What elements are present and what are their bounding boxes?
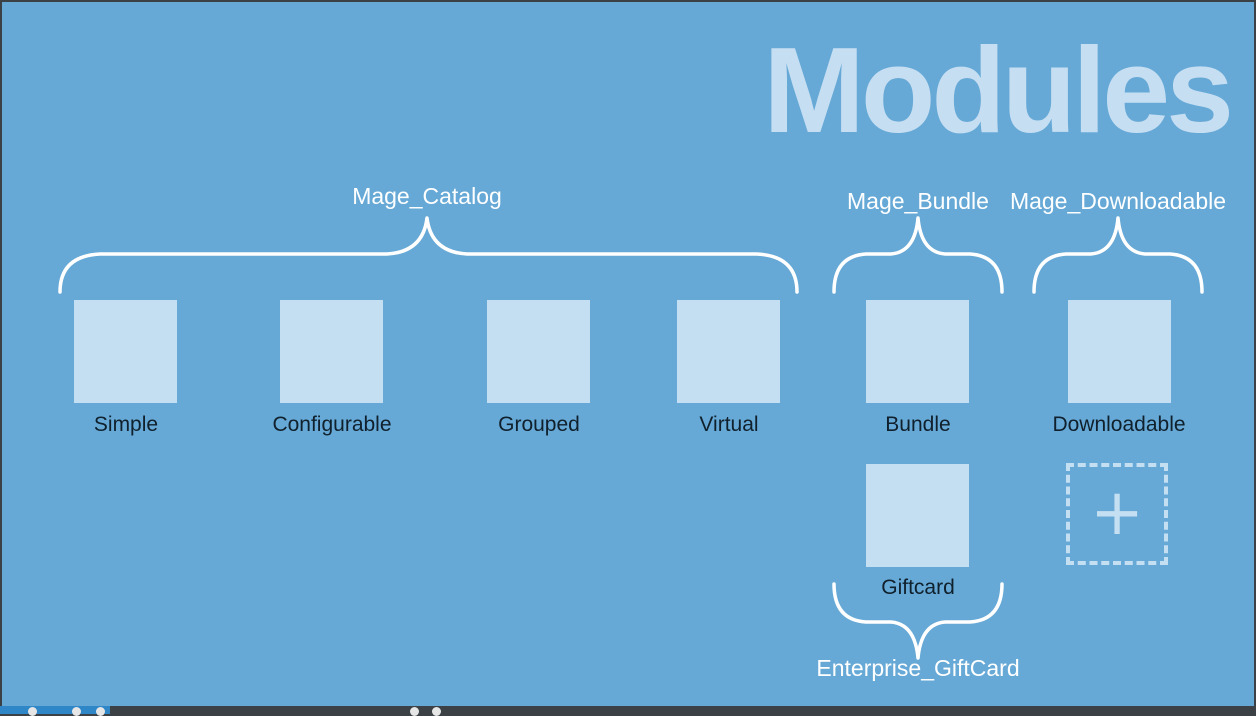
- product-box-configurable: [280, 300, 383, 403]
- downloadable-brace: [1032, 216, 1204, 294]
- product-box-virtual: [677, 300, 780, 403]
- module-label-downloadable: Mage_Downloadable: [1009, 188, 1227, 214]
- product-box-bundle: [866, 300, 969, 403]
- product-box-simple: [74, 300, 177, 403]
- product-label-grouped: Grouped: [498, 413, 580, 436]
- product-box-downloadable: [1068, 300, 1171, 403]
- scrollbar-thumb[interactable]: [0, 706, 110, 714]
- product-label-virtual: Virtual: [699, 413, 759, 436]
- module-label-catalog: Mage_Catalog: [352, 183, 502, 209]
- product-label-simple: Simple: [93, 413, 159, 436]
- add-product-type-placeholder: +: [1066, 463, 1168, 565]
- product-label-configurable: Configurable: [272, 413, 392, 436]
- module-label-giftcard: Enterprise_GiftCard: [816, 655, 1020, 681]
- slide-title: Modules: [763, 22, 1234, 158]
- product-label-giftcard: Giftcard: [881, 576, 955, 599]
- progress-dot-icon: [410, 707, 419, 716]
- horizontal-scrollbar[interactable]: [0, 706, 1256, 716]
- product-box-grouped: [487, 300, 590, 403]
- progress-dot-icon: [72, 707, 81, 716]
- bundle-brace: [832, 216, 1004, 294]
- catalog-brace: [58, 216, 799, 294]
- progress-dot-icon: [432, 707, 441, 716]
- product-box-giftcard: [866, 464, 969, 567]
- giftcard-brace: [832, 582, 1004, 660]
- product-label-bundle: Bundle: [885, 413, 951, 436]
- module-label-bundle: Mage_Bundle: [847, 188, 989, 214]
- progress-dot-icon: [96, 707, 105, 716]
- product-label-downloadable: Downloadable: [1052, 413, 1186, 436]
- progress-dot-icon: [28, 707, 37, 716]
- plus-icon: +: [1090, 476, 1144, 550]
